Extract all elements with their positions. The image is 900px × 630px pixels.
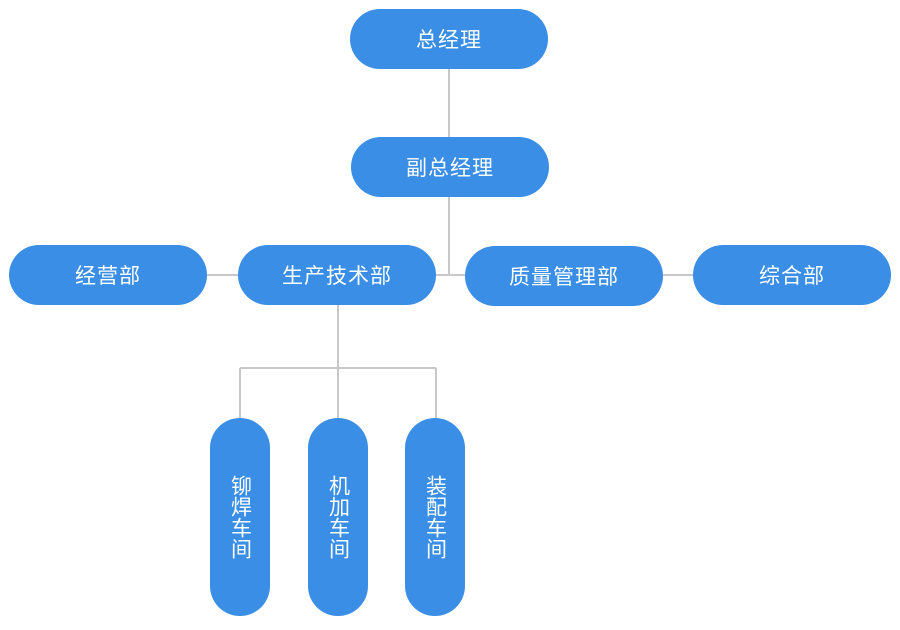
node-assembly-workshop[interactable]: 装配车间 <box>405 418 465 616</box>
node-production-tech-dept[interactable]: 生产技术部 <box>238 245 436 305</box>
node-ceo[interactable]: 总经理 <box>350 9 548 69</box>
node-vice-ceo[interactable]: 副总经理 <box>351 137 549 197</box>
node-machining-workshop[interactable]: 机加车间 <box>308 418 368 616</box>
node-quality-dept[interactable]: 质量管理部 <box>465 246 663 306</box>
node-general-dept[interactable]: 综合部 <box>693 245 891 305</box>
node-business-dept[interactable]: 经营部 <box>9 245 207 305</box>
node-riveting-workshop[interactable]: 铆焊车间 <box>210 418 270 616</box>
